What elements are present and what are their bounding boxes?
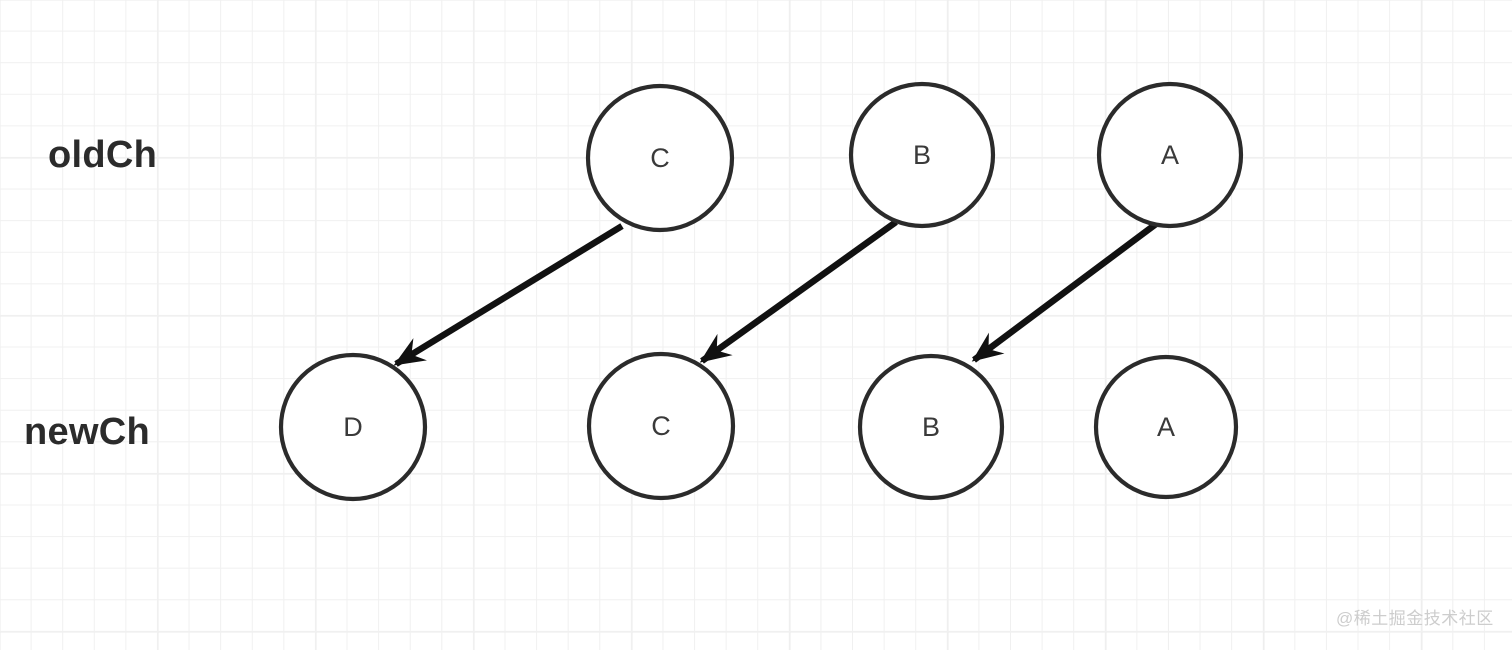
node-circle-old-c[interactable] (585, 83, 735, 233)
node-label-new-a: A (1157, 412, 1175, 442)
node-circle-new-a[interactable] (1093, 354, 1239, 500)
node-circle-new-d[interactable] (278, 352, 428, 502)
node-circle-new-b[interactable] (857, 353, 1005, 501)
node-label-new-c: C (651, 411, 671, 441)
edges-group (393, 219, 1158, 367)
edge-old-a-to-new-b[interactable] (971, 221, 1158, 363)
node-label-old-a: A (1161, 140, 1179, 170)
node-new-a[interactable]: A (1093, 354, 1239, 500)
row-label-oldch: oldCh (48, 134, 157, 176)
node-circle-new-c[interactable] (586, 351, 736, 501)
node-old-c[interactable]: C (585, 83, 735, 233)
node-new-c[interactable]: C (586, 351, 736, 501)
node-old-a[interactable]: A (1096, 81, 1244, 229)
node-label-new-d: D (343, 412, 363, 442)
node-new-d[interactable]: D (278, 352, 428, 502)
edge-old-b-to-new-c[interactable] (699, 219, 898, 364)
row-labels: oldCh newCh (24, 134, 157, 453)
edge-old-c-to-new-d[interactable] (393, 223, 624, 367)
node-new-b[interactable]: B (857, 353, 1005, 501)
node-old-b[interactable]: B (848, 81, 996, 229)
watermark-label: @稀土掘金技术社区 (1336, 609, 1494, 628)
node-circle-old-b[interactable] (848, 81, 996, 229)
oldch-nodes-group: C B A (585, 81, 1244, 233)
node-label-old-b: B (913, 140, 931, 170)
node-label-new-b: B (922, 412, 940, 442)
row-label-newch: newCh (24, 411, 150, 453)
newch-nodes-group: D C B A (278, 351, 1239, 502)
node-label-old-c: C (650, 143, 670, 173)
node-circle-old-a[interactable] (1096, 81, 1244, 229)
